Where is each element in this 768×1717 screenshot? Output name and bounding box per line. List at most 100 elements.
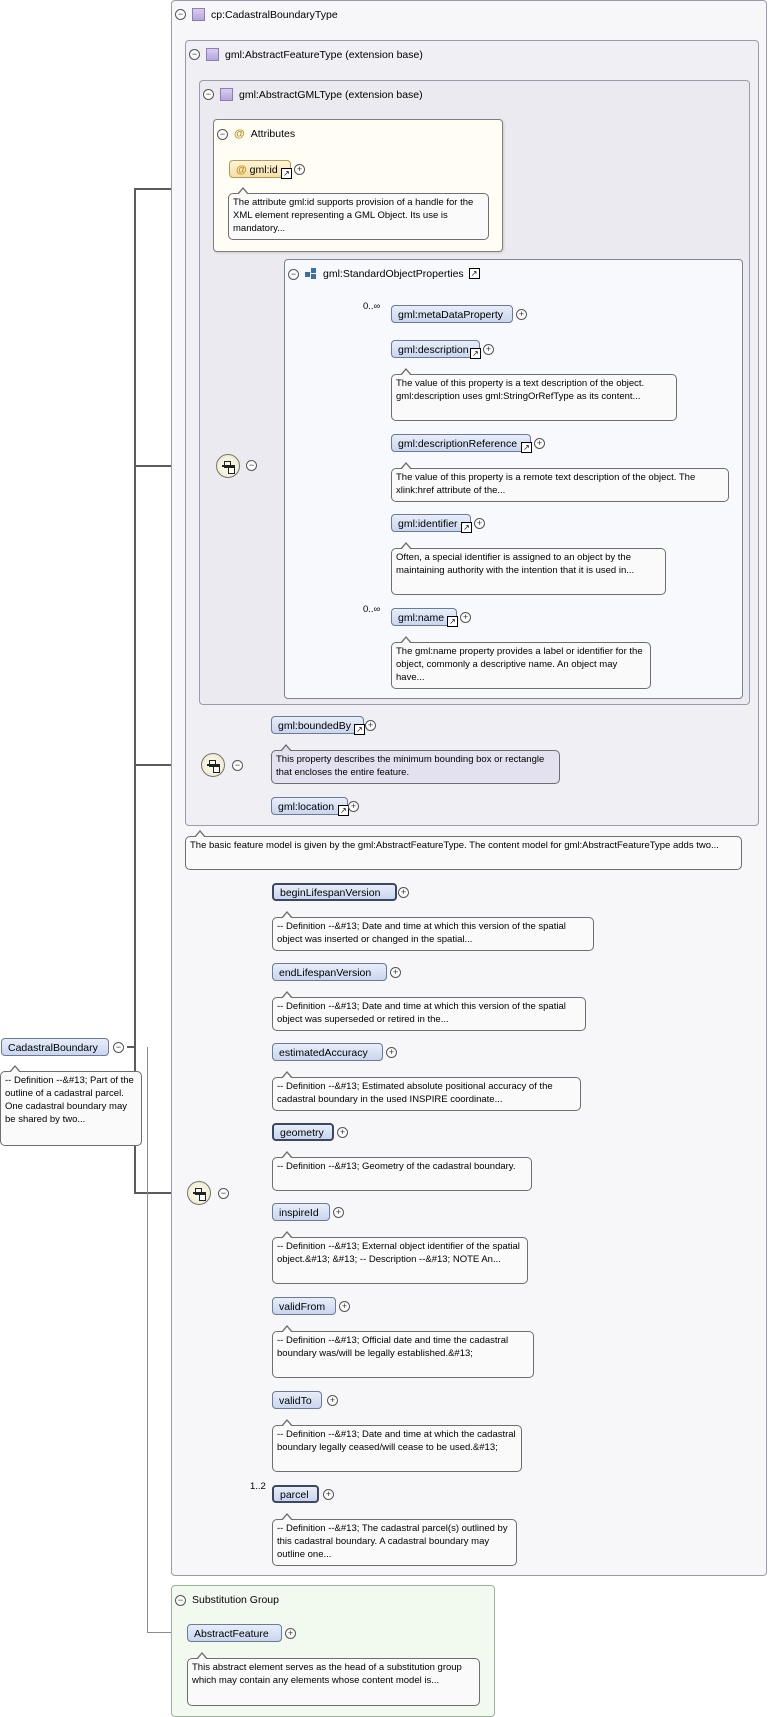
expand-icon[interactable]: + [460, 612, 471, 623]
element-doc: -- Definition --&#13; Date and time at w… [272, 911, 594, 951]
element-inspireid[interactable]: inspireId [272, 1203, 330, 1221]
expand-icon[interactable]: + [483, 344, 494, 355]
collapse-icon[interactable]: − [175, 1594, 186, 1606]
feature-frame-label: gml:AbstractFeatureType (extension base) [225, 48, 423, 61]
element-doc: -- Definition --&#13; External object id… [272, 1231, 528, 1284]
collapse-icon[interactable]: − [246, 460, 257, 471]
collapse-icon[interactable]: − [189, 49, 200, 60]
element-doc: -- Definition --&#13; Date and time at w… [272, 1419, 522, 1472]
expand-icon[interactable]: + [398, 887, 409, 898]
attribute-label: gml:id [249, 164, 278, 176]
attributes-header: − @ Attributes [217, 128, 295, 140]
expand-icon[interactable]: + [339, 1301, 350, 1312]
substitution-group-label: Substitution Group [192, 1594, 279, 1606]
attributes-label: Attributes [250, 128, 296, 140]
collapse-icon[interactable]: − [203, 89, 214, 100]
reference-arrow-icon: ↗ [521, 442, 532, 453]
element-label: estimatedAccuracy [279, 1047, 368, 1059]
expand-icon[interactable]: + [285, 1628, 296, 1639]
attribute-gml-id[interactable]: @ gml:id ↗ [229, 160, 292, 179]
element-parcel[interactable]: parcel [272, 1485, 319, 1503]
element-doc: The gml:name property provides a label o… [391, 636, 651, 689]
element-doc: -- Definition --&#13; Geometry of the ca… [272, 1151, 532, 1191]
element-endlifespanversion[interactable]: endLifespanVersion [272, 963, 387, 981]
element-doc: -- Definition --&#13; Estimated absolute… [272, 1071, 581, 1111]
element-label: inspireId [279, 1207, 319, 1219]
expand-icon[interactable]: + [516, 309, 527, 320]
expand-icon[interactable]: + [348, 801, 359, 812]
collapse-icon[interactable]: − [218, 1188, 229, 1199]
element-gml-location[interactable]: gml:location ↗ [271, 797, 349, 816]
element-doc: -- Definition --&#13; Date and time at w… [272, 991, 586, 1031]
element-label: gml:identifier [398, 518, 458, 530]
complex-type-icon [206, 48, 219, 61]
element-estimatedaccuracy[interactable]: estimatedAccuracy [272, 1043, 383, 1061]
element-label: parcel [280, 1489, 309, 1501]
sequence-compositor-icon[interactable] [216, 454, 240, 478]
element-label: gml:metaDataProperty [398, 309, 504, 321]
reference-arrow-icon: ↗ [354, 724, 365, 735]
reference-arrow-icon: ↗ [281, 168, 292, 179]
element-geometry[interactable]: geometry [272, 1123, 334, 1141]
expand-icon[interactable]: + [327, 1395, 338, 1406]
element-label: gml:descriptionReference [398, 438, 518, 450]
element-label: gml:location [278, 801, 335, 813]
collapse-icon[interactable]: − [175, 9, 186, 20]
collapse-icon[interactable]: − [232, 760, 243, 771]
expand-icon[interactable]: + [534, 438, 545, 449]
element-label: beginLifespanVersion [280, 887, 381, 899]
element-gml-boundedby[interactable]: gml:boundedBy ↗ [271, 716, 365, 735]
expand-icon[interactable]: + [365, 720, 376, 731]
element-beginlifespanversion[interactable]: beginLifespanVersion [272, 883, 397, 901]
gml-frame-header: − gml:AbstractGMLType (extension base) [203, 88, 423, 101]
reference-arrow-icon: ↗ [461, 522, 472, 533]
expand-icon[interactable]: + [474, 518, 485, 529]
sequence-compositor-icon[interactable] [187, 1181, 211, 1205]
collapse-icon[interactable]: − [113, 1042, 124, 1053]
expand-icon[interactable]: + [337, 1127, 348, 1138]
complex-type-icon [220, 88, 233, 101]
expand-icon[interactable]: + [386, 1047, 397, 1058]
expand-icon[interactable]: + [294, 164, 305, 175]
expand-icon[interactable]: + [323, 1489, 334, 1500]
element-label: AbstractFeature [194, 1628, 269, 1640]
collapse-icon[interactable]: − [288, 268, 299, 280]
complex-type-icon [192, 8, 205, 21]
feature-frame-header: − gml:AbstractFeatureType (extension bas… [189, 48, 423, 61]
attribute-doc: The attribute gml:id supports provision … [228, 187, 489, 240]
element-doc: The value of this property is a remote t… [391, 462, 729, 502]
element-abstractfeature[interactable]: AbstractFeature [187, 1624, 282, 1642]
type-frame-header: − cp:CadastralBoundaryType [175, 8, 338, 21]
sequence-compositor-icon[interactable] [201, 753, 225, 777]
element-gml-descriptionreference[interactable]: gml:descriptionReference ↗ [391, 434, 532, 453]
element-validfrom[interactable]: validFrom [272, 1297, 336, 1315]
standard-object-properties-label: gml:StandardObjectProperties [323, 268, 464, 280]
gml-frame-label: gml:AbstractGMLType (extension base) [239, 88, 423, 101]
reference-arrow-icon: ↗ [470, 348, 481, 359]
element-label: endLifespanVersion [279, 967, 372, 979]
element-gml-metadataproperty[interactable]: gml:metaDataProperty [391, 305, 513, 323]
substitution-group-header: − Substitution Group [175, 1594, 279, 1606]
reference-arrow-icon: ↗ [447, 616, 458, 627]
root-element-cadastralboundary[interactable]: CadastralBoundary [1, 1038, 109, 1056]
element-label: validFrom [279, 1301, 326, 1313]
collapse-icon[interactable]: − [217, 128, 228, 140]
expand-icon[interactable]: + [333, 1207, 344, 1218]
element-gml-name[interactable]: gml:name ↗ [391, 608, 458, 627]
reference-arrow-icon: ↗ [338, 805, 349, 816]
element-doc: The value of this property is a text des… [391, 368, 677, 421]
attribute-icon: @ [236, 164, 247, 176]
root-element-doc: -- Definition --&#13; Part of the outlin… [0, 1065, 142, 1146]
element-validto[interactable]: validTo [272, 1391, 322, 1409]
element-gml-description[interactable]: gml:description ↗ [391, 340, 481, 359]
element-label: gml:description [398, 344, 469, 356]
element-label: CadastralBoundary [8, 1042, 98, 1054]
expand-icon[interactable]: + [390, 967, 401, 978]
element-label: geometry [280, 1127, 324, 1139]
occurrence-label: 1..2 [250, 1481, 266, 1492]
occurrence-label: 0..∞ [363, 604, 381, 615]
element-label: gml:boundedBy [278, 720, 351, 732]
element-doc: This abstract element serves as the head… [187, 1652, 480, 1706]
occurrence-label: 0..∞ [363, 301, 381, 312]
element-gml-identifier[interactable]: gml:identifier ↗ [391, 514, 472, 533]
